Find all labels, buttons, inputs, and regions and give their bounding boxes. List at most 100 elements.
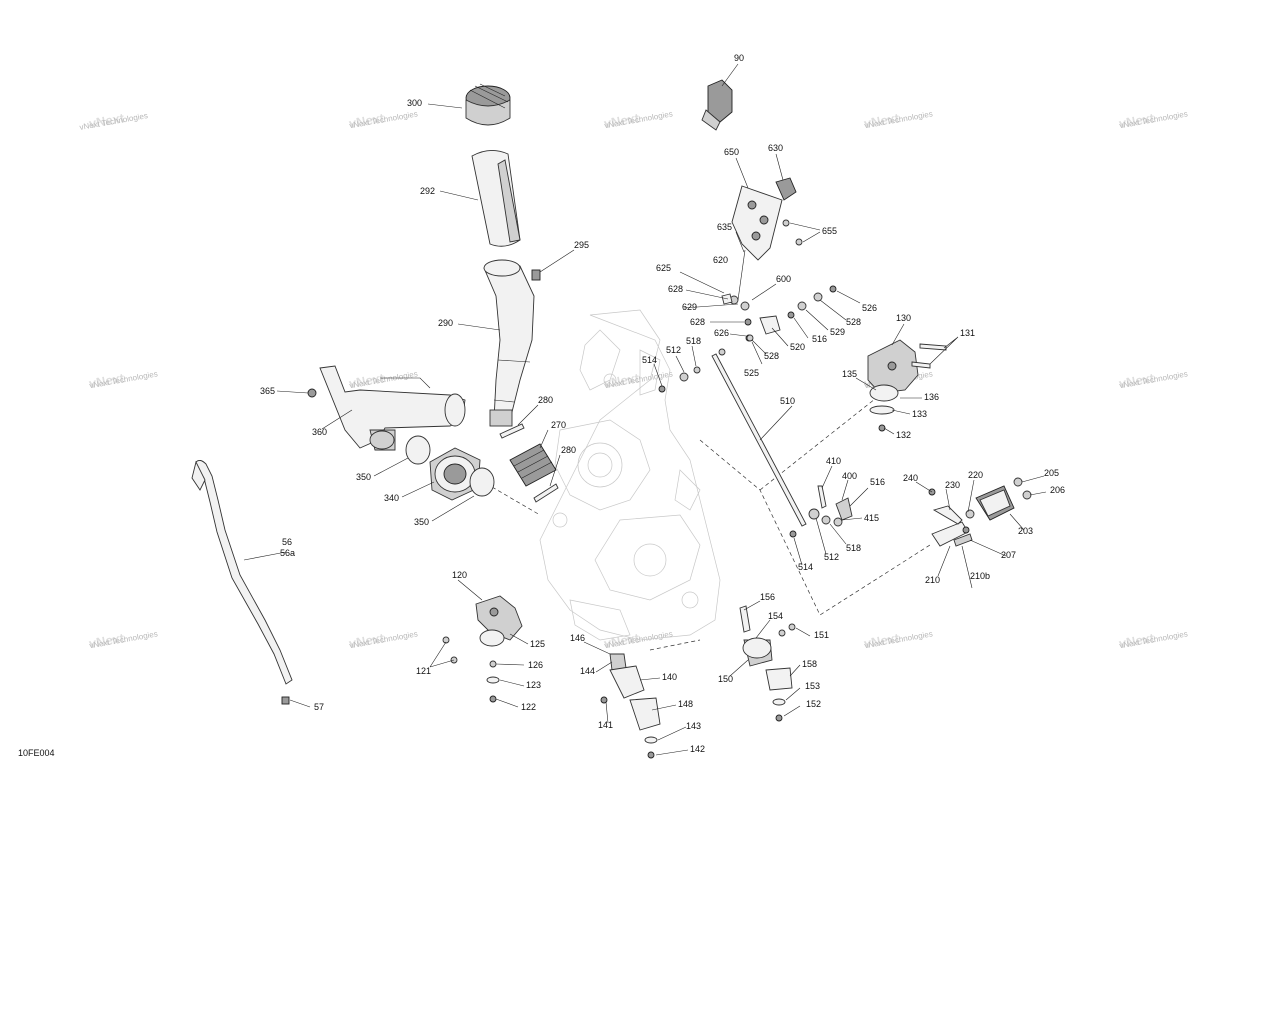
watermark: vNext vNext Technologies — [863, 629, 934, 651]
callout-56: 56 — [282, 537, 292, 547]
svg-text:vNext Technologies: vNext Technologies — [349, 109, 419, 130]
watermark: vNext vNext Technologies — [88, 629, 159, 651]
watermark: vNext vNext Technologies — [348, 109, 419, 131]
callout-410: 410 — [826, 456, 841, 466]
shift-lever-400 — [789, 485, 853, 538]
svg-text:vNext: vNext — [88, 370, 126, 391]
callouts: 90 300 292 295 290 650 630 655 635 620 6… — [260, 53, 1065, 754]
callout-152: 152 — [806, 699, 821, 709]
callout-122: 122 — [521, 702, 536, 712]
rod-end-upper — [658, 366, 701, 393]
shift-rod-510 — [711, 353, 807, 527]
callout-156: 156 — [760, 592, 775, 602]
callout-512-lower: 512 — [824, 552, 839, 562]
callout-528-right: 528 — [846, 317, 861, 327]
callout-240: 240 — [903, 473, 918, 483]
svg-text:vNext Technologies: vNext Technologies — [1119, 629, 1189, 650]
mount-120 — [442, 595, 523, 703]
callout-528-left: 528 — [764, 351, 779, 361]
svg-text:vNext: vNext — [348, 110, 386, 131]
callout-151: 151 — [814, 630, 829, 640]
hose-56 — [191, 459, 293, 685]
watermark: vNext vNext Technologies — [1118, 109, 1189, 131]
coupler-340 — [429, 447, 481, 501]
callout-628-lower: 628 — [690, 317, 705, 327]
watermark: vNext vNext Technologies — [348, 629, 419, 651]
svg-text:vNext Technologies: vNext Technologies — [864, 109, 934, 130]
svg-text:vNext: vNext — [88, 630, 126, 651]
intake-cap-300 — [465, 83, 511, 126]
callout-140: 140 — [662, 672, 677, 682]
callout-400: 400 — [842, 471, 857, 481]
watermark: vNext vNext Technologies — [863, 109, 934, 131]
lever-520 — [759, 315, 781, 335]
callout-210b: 210b — [970, 571, 990, 581]
callout-360: 360 — [312, 427, 327, 437]
svg-text:vNext Technologies: vNext Technologies — [89, 369, 159, 390]
callout-132: 132 — [896, 430, 911, 440]
callout-516-lower: 516 — [870, 477, 885, 487]
svg-text:vNext: vNext — [603, 630, 641, 651]
callout-300: 300 — [407, 98, 422, 108]
svg-text:vNext Technologies: vNext Technologies — [349, 369, 419, 390]
watermark: vNext vNext Technologies — [1118, 369, 1189, 391]
callout-295: 295 — [574, 240, 589, 250]
svg-text:vNext Technologies: vNext Technologies — [1119, 369, 1189, 390]
figure-code: 10FE004 — [18, 748, 55, 758]
callout-136: 136 — [924, 392, 939, 402]
callout-131: 131 — [960, 328, 975, 338]
callout-205: 205 — [1044, 468, 1059, 478]
callout-206: 206 — [1050, 485, 1065, 495]
callout-133: 133 — [912, 409, 927, 419]
callout-90: 90 — [734, 53, 744, 63]
watermark: vNext vNext Technologies — [79, 110, 149, 132]
clamp-350-lower — [469, 467, 495, 497]
callout-148: 148 — [678, 699, 693, 709]
callout-56a: 56a — [280, 548, 295, 558]
assembly-lines — [479, 394, 931, 651]
callout-121: 121 — [416, 666, 431, 676]
svg-text:vNext: vNext — [348, 370, 386, 391]
engine-block-outline — [539, 309, 721, 641]
callout-350-lower: 350 — [414, 517, 429, 527]
watermark: vNext vNext Technologies — [1118, 629, 1189, 651]
bracket-130 — [867, 339, 947, 402]
callout-628-upper: 628 — [668, 284, 683, 294]
callout-514-lower: 514 — [798, 562, 813, 572]
callout-207: 207 — [1001, 550, 1016, 560]
bracket-210 — [931, 521, 973, 547]
watermark: vNext vNext Technologies — [88, 369, 159, 391]
svg-text:vNext Technologies: vNext Technologies — [349, 629, 419, 650]
svg-text:vNext Technologies: vNext Technologies — [604, 109, 674, 130]
callout-518-lower: 518 — [846, 543, 861, 553]
switch-203 — [975, 485, 1015, 521]
callout-365: 365 — [260, 386, 275, 396]
svg-text:vNext: vNext — [863, 630, 901, 651]
leader-lines — [243, 63, 1047, 756]
callout-123: 123 — [526, 680, 541, 690]
rod-280-upper — [499, 423, 525, 439]
svg-text:vNext: vNext — [88, 110, 126, 131]
callout-210: 210 — [925, 575, 940, 585]
callout-280-lower: 280 — [561, 445, 576, 455]
callout-142: 142 — [690, 744, 705, 754]
callout-415: 415 — [864, 513, 879, 523]
callout-340: 340 — [384, 493, 399, 503]
sleeve-292 — [471, 150, 521, 247]
callout-350-upper: 350 — [356, 472, 371, 482]
callout-290: 290 — [438, 318, 453, 328]
callout-135: 135 — [842, 369, 857, 379]
callout-625: 625 — [656, 263, 671, 273]
callout-526: 526 — [862, 303, 877, 313]
callout-154: 154 — [768, 611, 783, 621]
callout-150: 150 — [718, 674, 733, 684]
ends-525 — [718, 334, 754, 356]
svg-text:vNext: vNext — [1118, 110, 1156, 131]
svg-text:vNext: vNext — [863, 110, 901, 131]
mount-133 — [869, 405, 895, 432]
svg-text:vNext: vNext — [603, 370, 641, 391]
fittings-205-206 — [1013, 477, 1032, 500]
fittings-526-528-529 — [787, 285, 837, 319]
svg-text:vNext: vNext — [1118, 370, 1156, 391]
callout-292: 292 — [420, 186, 435, 196]
